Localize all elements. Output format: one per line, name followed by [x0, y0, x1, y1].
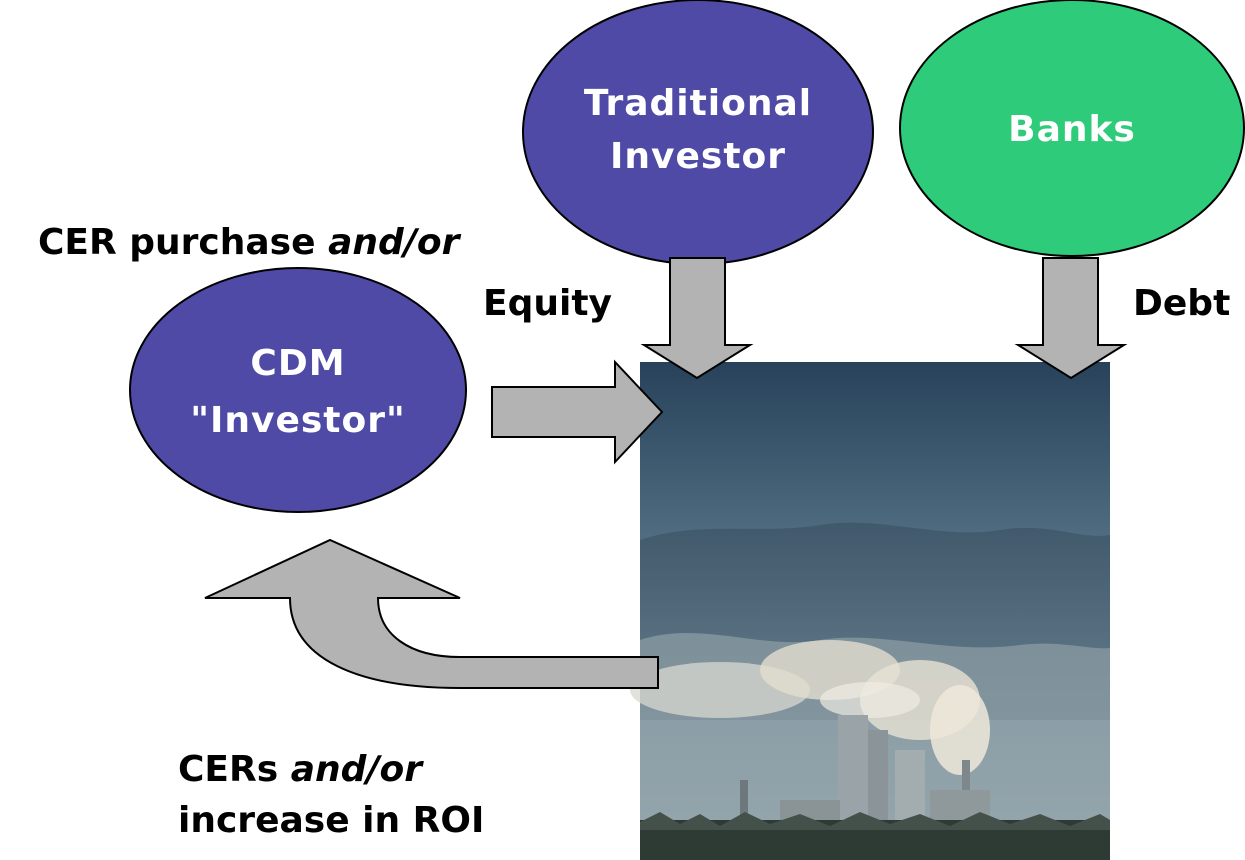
cdm-investor-label-2: "Investor" — [190, 400, 406, 441]
cdm-investor-node — [129, 267, 467, 513]
banks-label: Banks — [1008, 109, 1136, 150]
equity-arrow — [640, 257, 754, 380]
cer-purchase-italic: and/or — [328, 222, 462, 263]
cer-purchase-text: CER purchase — [38, 222, 328, 263]
debt-arrow — [1014, 257, 1128, 380]
cdm-to-plant-arrow — [491, 359, 664, 465]
power-plant-photo — [630, 362, 1110, 860]
cers-return-arrow — [204, 538, 659, 689]
equity-label: Equity — [483, 283, 612, 324]
traditional-investor-node — [522, 0, 874, 265]
cers-text: CERs — [178, 749, 291, 790]
traditional-investor-label-2: Investor — [610, 136, 786, 177]
traditional-investor-label-1: Traditional — [584, 83, 812, 124]
cers-label: CERs and/or — [178, 749, 424, 790]
banks-node — [899, 0, 1245, 257]
roi-label: increase in ROI — [178, 800, 484, 841]
cdm-investor-label-1: CDM — [250, 343, 345, 384]
cers-italic: and/or — [291, 749, 425, 790]
cer-purchase-label: CER purchase and/or — [38, 222, 462, 263]
debt-label: Debt — [1133, 283, 1230, 324]
